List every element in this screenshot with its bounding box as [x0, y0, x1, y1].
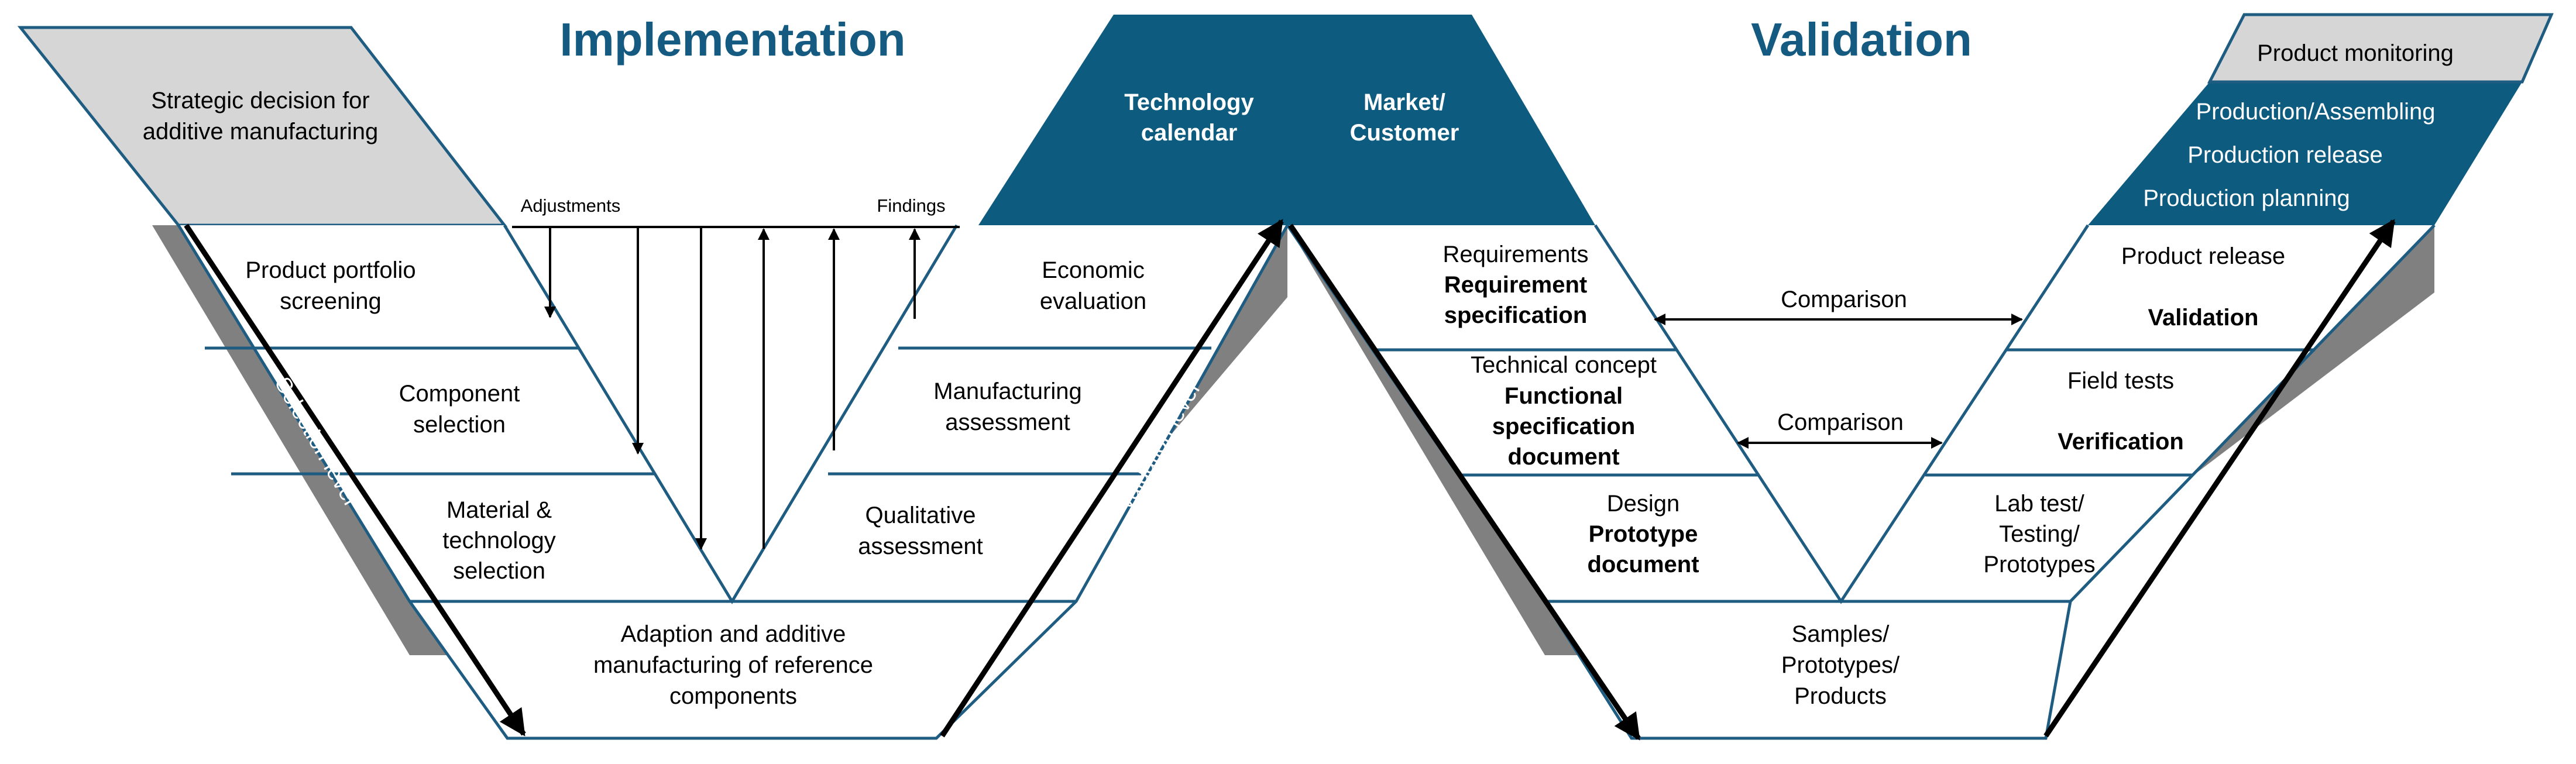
- valuation-arrow: [940, 219, 1284, 738]
- market-customer-box: [1287, 15, 1595, 225]
- implementation-heading: Implementation: [559, 13, 905, 66]
- technology-calendar-line-2: calendar: [1141, 120, 1238, 146]
- left-v-body: [177, 224, 1289, 740]
- qualitative-assessment-line-1: Qualitative: [865, 503, 976, 528]
- requirements-label: Requirements: [1442, 242, 1588, 267]
- prototype-doc-line-1: Prototype: [1589, 521, 1698, 547]
- qualitative-assessment-line-2: assessment: [858, 534, 983, 559]
- findings-label: Findings: [877, 195, 945, 216]
- prototype-doc-line-2: document: [1587, 552, 1699, 577]
- product-monitoring-box: [2207, 13, 2554, 84]
- component-selection-line-1: Component: [399, 381, 520, 407]
- lab-test-line-3: Prototypes: [1983, 552, 2095, 577]
- component-selection-line-2: selection: [413, 412, 506, 438]
- design-label: Design: [1607, 491, 1680, 517]
- production-box: [2088, 82, 2522, 225]
- strategic-decision-line-1: Strategic decision for: [151, 88, 370, 113]
- material-selection-line-1: Material &: [446, 497, 552, 523]
- product-portfolio-line-2: screening: [280, 288, 381, 314]
- production-release-label: Production release: [2187, 142, 2383, 168]
- economic-evaluation-line-1: Economic: [1042, 257, 1145, 283]
- production-planning-label: Production planning: [2143, 185, 2350, 211]
- selection-arrow: [184, 223, 526, 737]
- left-bottom-line-1: Adaption and additive: [621, 621, 846, 647]
- material-selection-line-3: selection: [453, 558, 545, 584]
- market-customer-line-1: Market/: [1363, 90, 1445, 115]
- requirement-spec-line-2: specification: [1444, 302, 1588, 328]
- left-bottom-line-2: manufacturing of reference: [593, 652, 873, 678]
- verification-label: Verification: [2058, 429, 2184, 455]
- lab-test-line-2: Testing/: [1999, 521, 2080, 547]
- product-release-label: Product release: [2121, 243, 2285, 269]
- requirement-spec-line-1: Requirement: [1444, 272, 1588, 298]
- validation-label: Validation: [2148, 305, 2259, 331]
- adjustments-label: Adjustments: [521, 195, 621, 216]
- comparison-label-2: Comparison: [1777, 409, 1904, 435]
- right-left-arrow: [1288, 223, 1641, 741]
- technology-calendar-box: [978, 15, 1287, 225]
- material-selection-line-2: technology: [442, 528, 555, 553]
- left-bottom-line-3: components: [669, 683, 797, 709]
- lab-test-line-1: Lab test/: [1994, 491, 2084, 517]
- right-bottom-line-2: Prototypes/: [1781, 652, 1900, 678]
- functional-spec-line-2: specification: [1492, 414, 1636, 439]
- comparison-label-1: Comparison: [1781, 287, 1907, 312]
- manufacturing-assessment-line-1: Manufacturing: [933, 378, 1081, 404]
- field-tests-label: Field tests: [2067, 368, 2174, 394]
- technical-concept-label: Technical concept: [1471, 352, 1657, 378]
- functional-spec-line-1: Functional: [1505, 383, 1623, 409]
- validation-heading: Validation: [1751, 13, 1972, 66]
- right-right-arrow: [2043, 219, 2396, 738]
- production-assembling-label: Production/Assembling: [2196, 99, 2435, 125]
- product-portfolio-line-1: Product portfolio: [245, 257, 415, 283]
- product-monitoring-label: Product monitoring: [2257, 40, 2454, 66]
- manufacturing-assessment-line-2: assessment: [945, 409, 1070, 435]
- right-bottom-line-3: Products: [1794, 683, 1887, 709]
- market-customer-line-2: Customer: [1350, 120, 1459, 146]
- right-bottom-line-1: Samples/: [1792, 621, 1890, 647]
- economic-evaluation-line-2: evaluation: [1040, 288, 1146, 314]
- technology-calendar-line-1: Technology: [1124, 90, 1254, 115]
- functional-spec-line-3: document: [1507, 444, 1619, 470]
- strategic-decision-line-2: additive manufacturing: [143, 119, 378, 144]
